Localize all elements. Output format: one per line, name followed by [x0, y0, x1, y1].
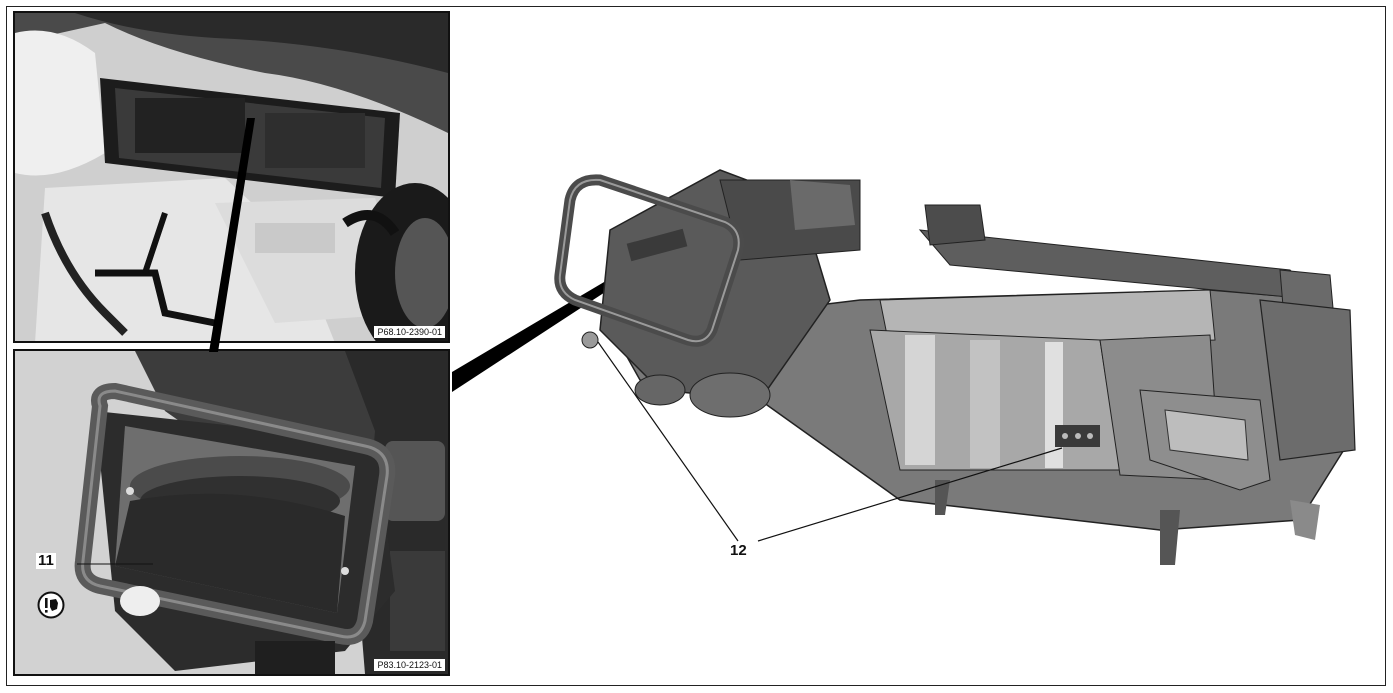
photo-code-top: P68.10-2390-01 [374, 326, 445, 338]
inset-photo-blower-housing: P83.10-2123-01 [13, 349, 450, 676]
battery-compartment-drawing [15, 13, 448, 341]
attention-hand-icon [37, 591, 65, 619]
blower-housing-drawing [15, 351, 448, 674]
callout-11: 11 [36, 552, 56, 569]
photo-code-bottom: P83.10-2123-01 [374, 659, 445, 671]
inset-photo-battery-compartment: P68.10-2390-01 [13, 11, 450, 343]
callout-12: 12 [728, 542, 749, 559]
